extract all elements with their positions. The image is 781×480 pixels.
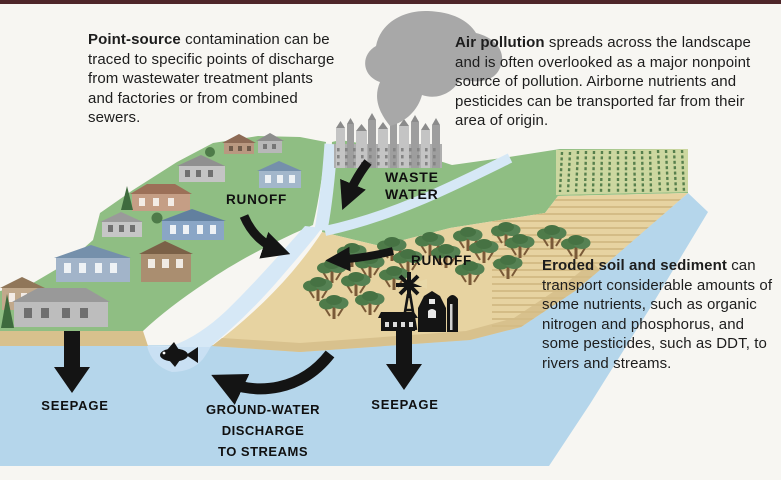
seepage-left-arrow-icon <box>54 331 90 393</box>
stream-wastewater-branch <box>314 143 338 232</box>
farmland <box>212 193 688 352</box>
label-runoff-farm: RUNOFF <box>411 253 473 268</box>
label-groundwater-discharge: GROUND-WATER DISCHARGE TO STREAMS <box>205 402 321 459</box>
house-icon <box>256 133 284 153</box>
house-icon <box>160 209 226 240</box>
annotation-point-source-lead: Point-source <box>88 31 181 48</box>
house-icon <box>130 184 192 211</box>
annotation-eroded-soil: Eroded soil and sediment can transport c… <box>542 256 780 373</box>
shed-icon <box>378 312 418 331</box>
annotation-point-source-body: contamination can be traced to specific … <box>88 31 335 126</box>
fish-icon <box>160 342 198 367</box>
crop-rows-icon <box>556 149 688 195</box>
smoke-plume-icon <box>365 10 503 126</box>
runoff-hill-arrow-icon <box>239 214 291 259</box>
house-icon <box>177 155 225 182</box>
shrub-icon <box>205 147 215 157</box>
runoff-farm-arrow-icon <box>325 246 395 272</box>
conifer-tree-icon <box>1 294 14 328</box>
seepage-right-arrow-icon <box>386 329 422 390</box>
house-icon <box>222 134 256 154</box>
annotation-eroded-soil-lead: Eroded soil and sediment <box>542 257 727 274</box>
label-seepage-left: SEEPAGE <box>41 398 109 413</box>
city-skyline-icon <box>334 111 442 168</box>
house-icon <box>12 288 110 327</box>
shore-farm <box>212 262 600 352</box>
conifer-tree-icon <box>121 186 133 210</box>
annotation-air-pollution: Air pollution spreads across the landsca… <box>455 33 777 131</box>
top-border <box>0 0 781 4</box>
annotation-air-pollution-lead: Air pollution <box>455 34 545 51</box>
annotation-eroded-soil-body: can transport considerable amounts of so… <box>542 257 773 372</box>
hillside-houses <box>0 133 302 328</box>
annotation-air-pollution-body: spreads across the landscape and is ofte… <box>455 34 751 129</box>
annotation-point-source: Point-source contamination can be traced… <box>88 30 338 128</box>
stream-farm-branch <box>323 153 513 236</box>
shrub-icon <box>151 212 163 224</box>
house-icon <box>139 241 193 282</box>
flow-arrows <box>54 159 422 405</box>
waste-water-arrow-icon <box>340 159 372 211</box>
groundwater-discharge-arrow-icon <box>211 350 335 405</box>
label-runoff-hill: RUNOFF <box>226 192 288 207</box>
house-icon <box>100 212 143 237</box>
label-seepage-right: SEEPAGE <box>371 397 439 412</box>
house-icon <box>54 245 131 282</box>
label-waste-water: WASTE WATER <box>385 169 439 202</box>
barn-icon <box>418 291 458 332</box>
house-icon <box>257 161 302 188</box>
